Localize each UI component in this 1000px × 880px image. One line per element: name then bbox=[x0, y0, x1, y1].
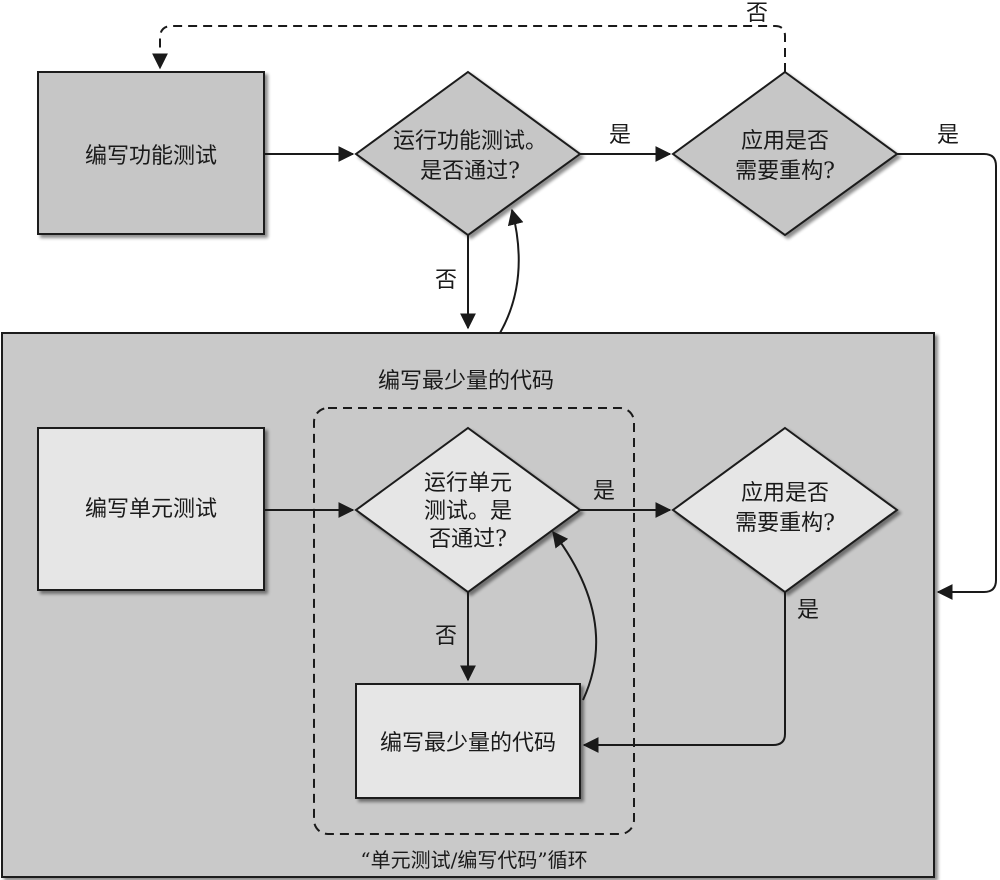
no-label-down: 否 bbox=[435, 268, 457, 293]
write-min-code-box bbox=[355, 683, 581, 799]
yes-label-top-1: 是 bbox=[609, 123, 631, 148]
no-label-inner: 否 bbox=[435, 624, 457, 649]
refactor-inner-label-1: 应用是否 bbox=[741, 481, 829, 506]
refactor-top-label-2: 需要重构? bbox=[735, 159, 835, 184]
arrow-refactor-no-loop bbox=[152, 25, 786, 72]
refactor-inner-label-2: 需要重构? bbox=[735, 511, 835, 536]
no-label-top: 否 bbox=[746, 1, 768, 26]
run-unit-test-label-3: 否通过? bbox=[429, 527, 507, 552]
write-unit-test-box bbox=[37, 427, 265, 591]
run-functional-test-label-2: 是否通过? bbox=[420, 159, 520, 184]
arrow-refactor-inner-yes-to-code bbox=[582, 592, 786, 753]
run-functional-test-label-1: 运行功能测试。 bbox=[393, 129, 547, 154]
run-unit-test-label-1: 运行单元 bbox=[424, 471, 512, 496]
yes-label-inner-1: 是 bbox=[593, 479, 615, 504]
arrow-refactor-yes-to-panel bbox=[897, 153, 997, 600]
refactor-top-diamond bbox=[671, 70, 899, 237]
arrow-code-back-to-run-unit bbox=[552, 530, 598, 701]
write-functional-test-label: 编写功能测试 bbox=[85, 144, 217, 169]
arrow-panel-back-to-run bbox=[499, 208, 524, 334]
write-min-code-label: 编写最少量的代码 bbox=[380, 731, 556, 756]
loop-caption: “单元测试/编写代码”循环 bbox=[360, 848, 587, 872]
write-functional-test-box bbox=[37, 71, 265, 235]
write-unit-test-label: 编写单元测试 bbox=[85, 497, 217, 522]
inner-panel-title: 编写最少量的代码 bbox=[378, 369, 554, 394]
run-unit-test-label-2: 测试。是 bbox=[424, 499, 512, 524]
refactor-top-label-1: 应用是否 bbox=[741, 129, 829, 154]
yes-label-top-2: 是 bbox=[937, 123, 959, 148]
unit-test-loop-boundary bbox=[313, 407, 635, 835]
yes-label-inner-2: 是 bbox=[797, 598, 819, 623]
